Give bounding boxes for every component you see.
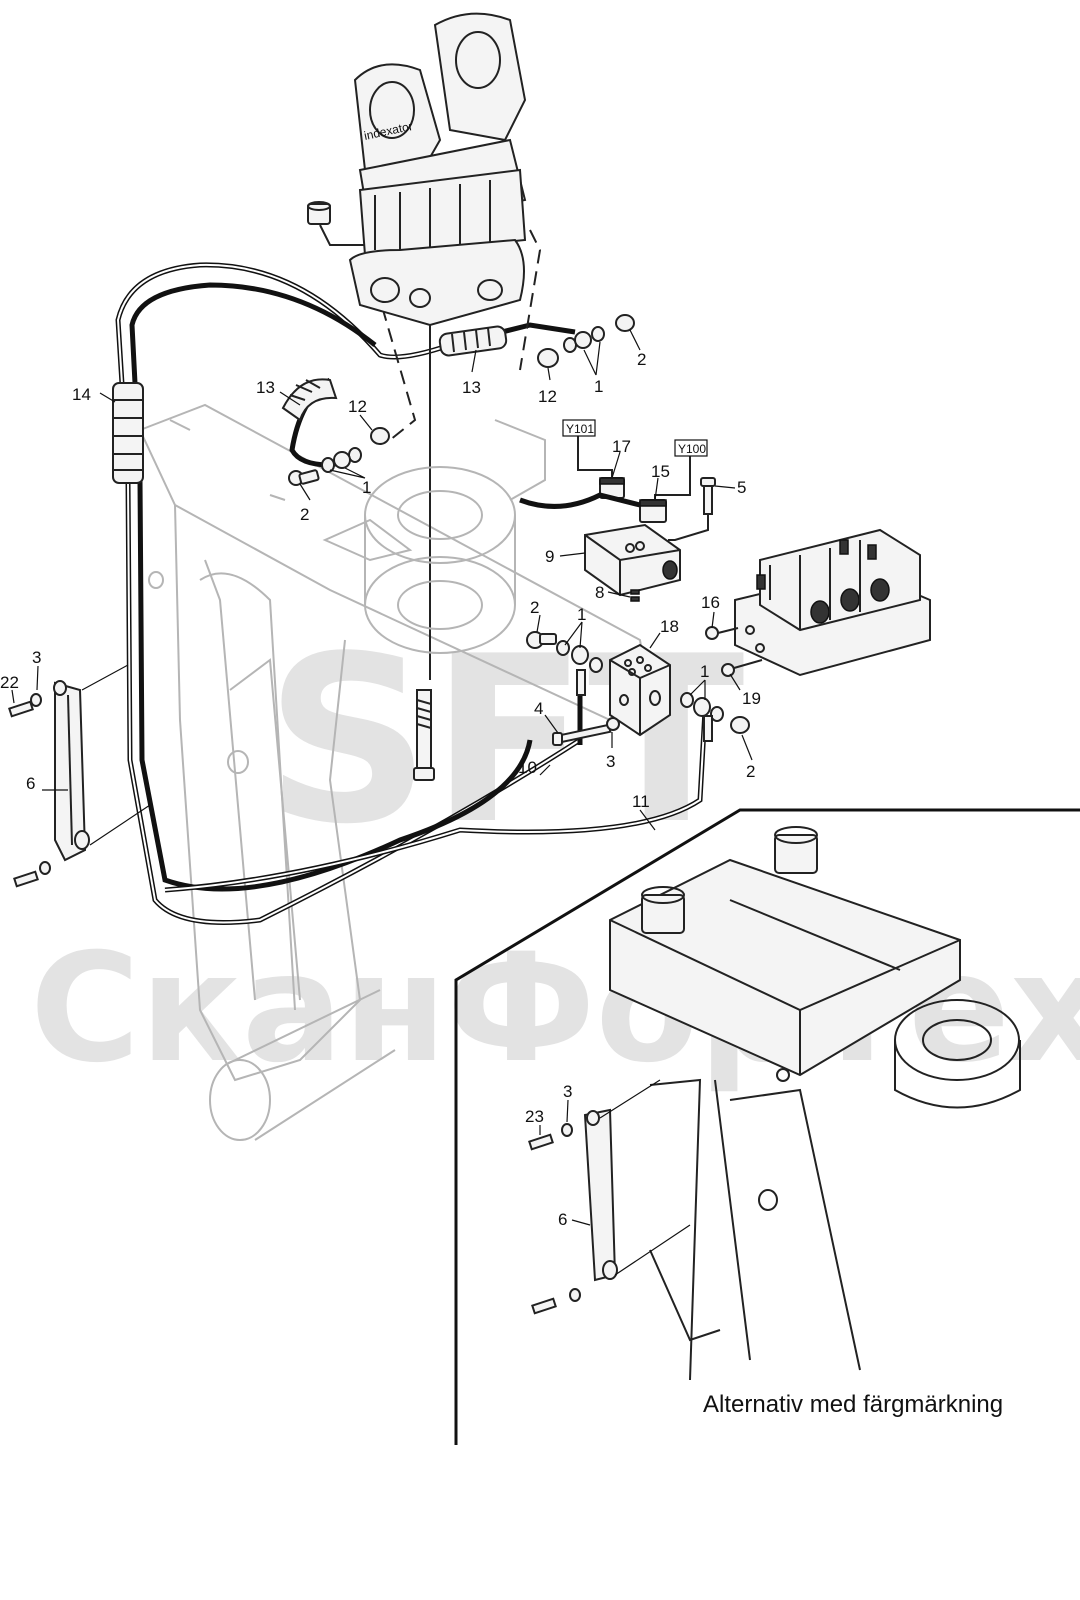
callout-8: 8 [595, 583, 604, 602]
long-bolt [413, 689, 435, 781]
valve-block-18 [609, 643, 671, 737]
flange-bracket [322, 419, 546, 654]
callout-4: 4 [534, 699, 543, 718]
callout-3-inset: 3 [563, 1082, 572, 1101]
callout-1-top: 1 [594, 377, 603, 396]
callout-13-right: 13 [462, 378, 481, 397]
callout-10: 10 [518, 758, 537, 777]
callout-1-left: 1 [362, 478, 371, 497]
rotator: indexator [348, 12, 527, 327]
boom-frame [138, 403, 652, 1141]
callout-17: 17 [612, 437, 631, 456]
callout-3-left: 3 [32, 648, 41, 667]
callout-13-left: 13 [256, 378, 275, 397]
callout-5: 5 [737, 478, 746, 497]
callout-6-left: 6 [26, 774, 35, 793]
clamp-6-left [8, 664, 151, 888]
small-nut [307, 201, 331, 225]
callout-12-left: 12 [348, 397, 367, 416]
callout-2-top: 2 [637, 350, 646, 369]
callout-16: 16 [701, 593, 720, 612]
callout-14: 14 [72, 385, 91, 404]
hose-group [112, 224, 708, 925]
callout-9: 9 [545, 547, 554, 566]
screw-5 [668, 477, 716, 541]
tag-y101: Y101 [566, 422, 594, 436]
tag-boxes: Y101 Y100 [562, 419, 708, 457]
callout-3-block: 3 [606, 752, 615, 771]
callout-1-block-left: 1 [577, 605, 586, 624]
inset-panel: Alternativ med färgmärkning [454, 808, 1080, 1445]
callout-15: 15 [651, 462, 670, 481]
watermark: SFT СканФорТех [30, 608, 1080, 1096]
callout-18: 18 [660, 617, 679, 636]
leader-lines [11, 329, 753, 1226]
callout-2-left: 2 [300, 505, 309, 524]
solenoid-valve-9 [584, 523, 681, 597]
fittings [288, 314, 763, 746]
callout-labels: 14 13 13 12 12 2 1 2 1 17 15 5 9 8 16 2 … [0, 350, 761, 1229]
callout-6-inset: 6 [558, 1210, 567, 1229]
inset-caption: Alternativ med färgmärkning [703, 1391, 1003, 1418]
callout-22: 22 [0, 673, 19, 692]
callout-19: 19 [742, 689, 761, 708]
callout-1-block-right: 1 [700, 662, 709, 681]
callout-2-block-right: 2 [746, 762, 755, 781]
callout-2-block-left: 2 [530, 598, 539, 617]
callout-23: 23 [525, 1107, 544, 1126]
callout-11: 11 [632, 792, 650, 811]
callout-12-right: 12 [538, 387, 557, 406]
tag-y100: Y100 [678, 442, 706, 456]
control-valve-bank [734, 528, 931, 677]
